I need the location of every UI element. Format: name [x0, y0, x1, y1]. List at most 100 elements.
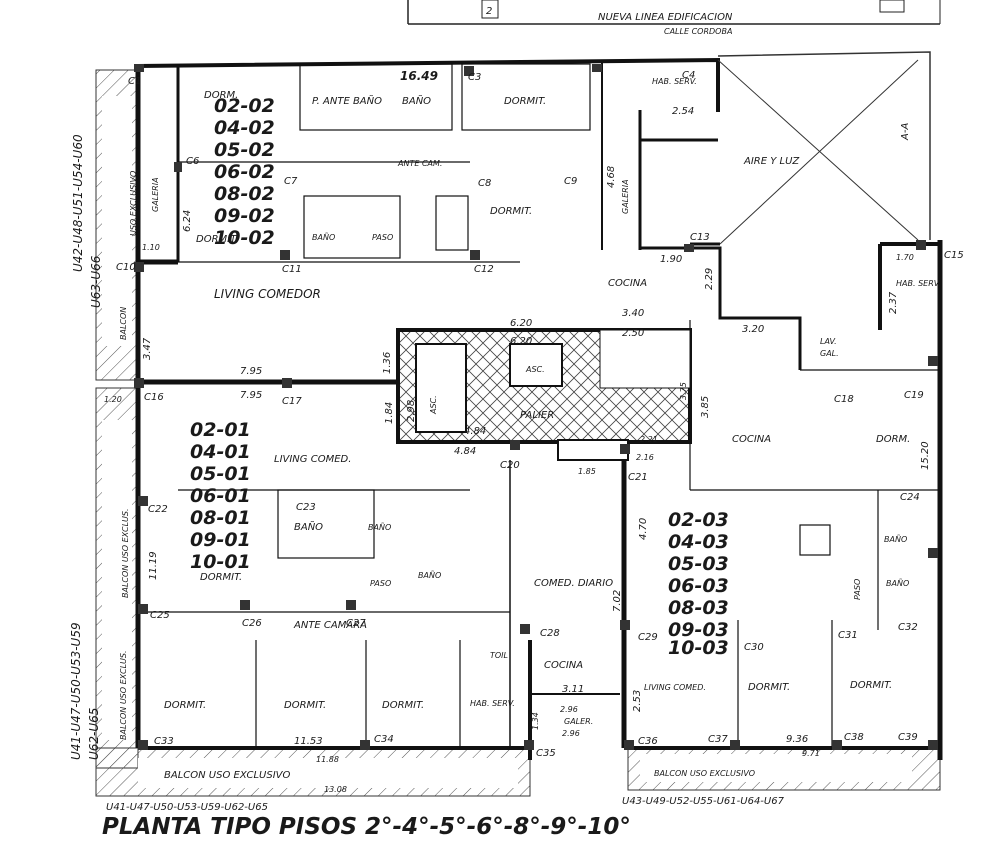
column-labels: C1 C3 C4 C6 C7 C8 C9 C10 C11 C12 C13 C15…	[116, 70, 964, 759]
col-c16: C16	[144, 392, 164, 403]
dim-936: 9.36	[786, 734, 808, 745]
room-paso-small: PASO	[372, 233, 393, 242]
dim-254: 2.54	[672, 106, 694, 117]
room-bano-3: BAÑO	[418, 570, 441, 580]
dimension-labels: 7.95 7.95 6.20 6.20 3.40 2.50 3.20 4.84 …	[104, 106, 914, 794]
room-bano-small: BAÑO	[312, 232, 335, 242]
room-labels: DORM. P. ANTE BAÑO BAÑO 16.49 DORMIT. HA…	[164, 69, 941, 781]
col-c23: C23	[296, 502, 316, 513]
dim-134: 1.34	[531, 712, 540, 730]
room-living-comed-right: LIVING COMED.	[644, 683, 706, 692]
col-c21: C21	[628, 472, 648, 483]
room-bano-2: BAÑO	[368, 522, 391, 532]
col-c32: C32	[898, 622, 918, 633]
room-dormit-b3: DORMIT.	[382, 700, 424, 711]
room-galeria-right: GALERIA	[621, 179, 630, 214]
dim-311: 3.11	[562, 684, 584, 695]
room-dorm-top: DORM.	[204, 90, 238, 101]
dim-620: 6.20	[510, 318, 532, 329]
walls	[135, 57, 943, 760]
dim-484: 4.84	[464, 426, 486, 437]
unit-list-03: 02-03 04-03 05-03 06-03 08-03 09-03 10-0…	[668, 509, 729, 659]
room-balcon-top: BALCON	[119, 307, 128, 340]
dim-1520: 15.20	[920, 441, 931, 470]
dim-120: 1.20	[104, 395, 122, 404]
dim-185: 1.85	[578, 467, 596, 476]
dim-795: 7.95	[240, 366, 262, 377]
unit-02-6: 10-02	[214, 227, 275, 249]
col-c18: C18	[834, 394, 854, 405]
unit-01-5: 09-01	[190, 529, 251, 551]
room-gal: GAL.	[820, 349, 839, 358]
uf-mid-left-2: U62-U65	[87, 708, 101, 760]
unit-03-4: 08-03	[668, 597, 729, 619]
area-1649: 16.49	[400, 69, 438, 83]
col-c35: C35	[536, 748, 556, 759]
dim-468: 4.68	[606, 166, 617, 188]
dim-1308: 13.08	[324, 785, 347, 794]
uf-bottom-right: U43-U49-U52-U55-U61-U64-U67	[622, 796, 785, 807]
col-c27: C27	[346, 618, 366, 629]
dim-216: 2.16	[636, 453, 654, 462]
room-comed-diario: COMED. DIARIO	[534, 578, 613, 589]
col-c13: C13	[690, 232, 710, 243]
dim-620b: 6.20	[510, 336, 532, 347]
dim-971: 9.71	[802, 749, 820, 758]
light-well	[717, 51, 931, 245]
dim-1119: 11.19	[148, 551, 159, 580]
plan-title: PLANTA TIPO PISOS 2°-4°-5°-6°-8°-9°-10°	[102, 814, 631, 840]
room-balcon-uso-left2: BALCON USO EXCLUS.	[119, 650, 128, 740]
rotated-labels: GALERIA GALERIA BALCON BALCON USO EXCLUS…	[69, 123, 931, 760]
col-c10: C10	[116, 262, 136, 273]
col-c30: C30	[744, 642, 764, 653]
uf-mid-left: U41-U47-U50-U53-U59	[69, 622, 83, 760]
uf-top-left-2: U63-U66	[89, 255, 103, 308]
room-galeria-left: GALERIA	[151, 177, 160, 212]
room-palier: PALIER	[520, 410, 554, 421]
unit-02-5: 09-02	[214, 205, 275, 227]
room-cocina-bottom: COCINA	[544, 660, 583, 671]
dim-250: 2.50	[622, 328, 644, 339]
col-c39: C39	[898, 732, 918, 743]
palier-core	[396, 328, 692, 461]
dim-170: 1.70	[896, 253, 914, 262]
room-ante-bano: P. ANTE BAÑO	[312, 94, 382, 107]
col-c36: C36	[638, 736, 658, 747]
col-c7: C7	[284, 176, 298, 187]
dim-237: 2.37	[888, 291, 899, 314]
dim-298: 2.98	[406, 400, 417, 422]
unit-01-3: 06-01	[190, 485, 251, 507]
dim-296: 2.96	[560, 705, 578, 714]
room-bano-r1: BAÑO	[884, 534, 907, 544]
col-c6: C6	[186, 156, 199, 167]
col-c28: C28	[540, 628, 560, 639]
unit-01-1: 04-01	[190, 441, 251, 463]
room-bano-top: BAÑO	[402, 94, 431, 107]
street-name-label: CALLE CORDOBA	[664, 27, 732, 36]
col-c15: C15	[944, 250, 964, 261]
dim-110: 1.10	[142, 243, 160, 252]
col-c34: C34	[374, 734, 394, 745]
unit-02-2: 05-02	[214, 139, 275, 161]
room-dormit-r1: DORMIT.	[748, 682, 790, 693]
room-uso-exclusivo: USO EXCLUSIVO	[129, 171, 138, 236]
balconies	[95, 69, 941, 797]
room-cocina-top: COCINA	[608, 278, 647, 289]
dim-484b: 4.84	[454, 446, 476, 457]
room-paso-1: PASO	[370, 579, 391, 588]
dim-320: 3.20	[742, 324, 764, 335]
dim-340: 3.40	[622, 308, 644, 319]
dim-190: 1.90	[660, 254, 682, 265]
unit-02-3: 06-02	[214, 161, 275, 183]
unit-03-3: 06-03	[668, 575, 729, 597]
unit-02-4: 08-02	[214, 183, 275, 205]
col-c17: C17	[282, 396, 302, 407]
room-toil: TOIL	[490, 651, 508, 660]
unit-01-6: 10-01	[190, 551, 251, 573]
room-dormit-l2: DORMIT.	[200, 572, 242, 583]
room-hab-serv-bottom: HAB. SERV.	[470, 699, 515, 708]
unit-03-6: 10-03	[668, 637, 729, 659]
dim-136: 1.36	[382, 352, 393, 374]
col-c31: C31	[838, 630, 858, 641]
col-c33: C33	[154, 736, 174, 747]
